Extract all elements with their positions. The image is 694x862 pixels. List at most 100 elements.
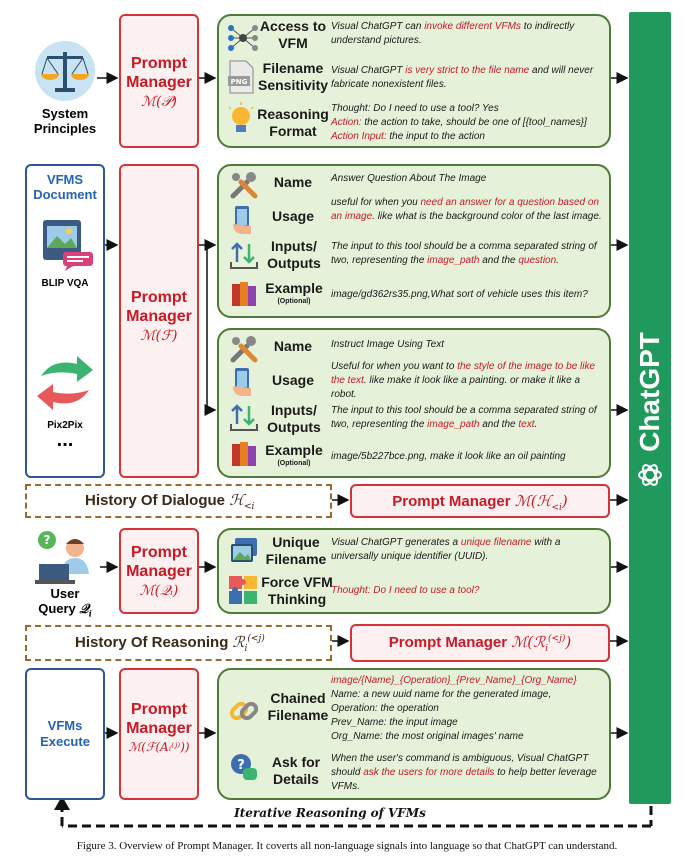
- png-file-icon: PNG: [228, 60, 254, 94]
- unique-filename-label-1: Unique: [272, 534, 320, 550]
- history-reasoning-label: History Of Reasoning: [75, 634, 233, 651]
- pm-title-2: Manager: [126, 563, 192, 580]
- pix-usage-desc: Useful for when you want to the style of…: [331, 361, 596, 400]
- pix2pix-label: Pix2Pix: [47, 420, 83, 431]
- pm-title-1: Prompt: [131, 55, 187, 72]
- input-output-icon: [230, 404, 258, 431]
- chatgpt-label: ChatGPT: [634, 332, 665, 452]
- access-vfm-desc: Visual ChatGPT can invoke different VFMs…: [331, 21, 575, 46]
- user-query-math: 𝒬i: [79, 602, 92, 619]
- ask-details-desc: When the user's command is ambiguous, Vi…: [331, 753, 597, 792]
- pm-title-2: Manager: [126, 720, 192, 737]
- pix2pix-box: Name Instruct Image Using Text Usage Use…: [217, 328, 611, 478]
- vfms-doc-title-1: VFMS: [46, 172, 84, 187]
- blip-name-label: Name: [273, 174, 313, 190]
- prompt-manager-query: Prompt Manager ℳ(𝒬ᵢ): [119, 528, 199, 614]
- system-principles: System Principles: [25, 40, 105, 140]
- blip-name-desc: Answer Question About The Image: [331, 173, 487, 184]
- blip-vqa-label: BLIP VQA: [41, 278, 89, 289]
- pm-title-2: Manager: [126, 74, 192, 91]
- pix-io-desc: The input to this tool should be a comma…: [331, 405, 597, 430]
- tools-icon: [230, 172, 258, 199]
- pix-example-desc: image/5b227bce.png, make it look like an…: [331, 451, 566, 462]
- pix-example-optional: (Optional): [277, 460, 311, 467]
- reasoning-format-desc: Thought: Do I need to use a tool? Yes Ac…: [331, 103, 587, 142]
- pm-title-1: Prompt: [131, 289, 187, 306]
- force-vfm-desc: Thought: Do I need to use a tool?: [331, 585, 480, 596]
- ask-details-label-2: Details: [273, 771, 319, 787]
- hand-phone-icon: [233, 368, 251, 396]
- force-vfm-label-2: Thinking: [267, 591, 327, 607]
- pix-name-label: Name: [273, 338, 313, 354]
- blip-example-label: Example: [265, 280, 323, 296]
- svg-text:?: ?: [44, 533, 51, 547]
- user-label-1: User: [50, 586, 80, 601]
- image-files-icon: [231, 538, 257, 562]
- blip-usage-desc: useful for when you need an answer for a…: [331, 197, 602, 222]
- query-box: Unique Filename Visual ChatGPT generates…: [217, 528, 611, 614]
- puzzle-icon: [229, 576, 257, 604]
- prompt-manager-system: Prompt Manager ℳ(𝒫): [119, 14, 199, 148]
- unique-filename-desc: Visual ChatGPT generates a unique filena…: [331, 537, 561, 562]
- pm-title-1: Prompt: [131, 544, 187, 561]
- lightbulb-icon: [228, 102, 254, 132]
- chat-question-icon: ?: [231, 754, 257, 780]
- loop-arrowhead: [54, 796, 70, 810]
- pm-history-reasoning: Prompt Manager ℳ(ℛi(<j)): [350, 624, 610, 662]
- scales-icon: [35, 41, 95, 101]
- books-icon: [232, 282, 256, 306]
- blip-example-desc: image/gd362rs35.png,What sort of vehicle…: [331, 289, 588, 300]
- network-icon: [228, 25, 258, 51]
- user-label-2: Query: [38, 601, 80, 616]
- pm-history-dialogue: Prompt Manager ℳ(ℋ<i): [350, 484, 610, 518]
- vfms-execute-box: VFMs Execute: [25, 668, 105, 800]
- prompt-manager-execute: Prompt Manager ℳ(ℱ(𝐴ᵢ⁽ʲ⁾)): [119, 668, 199, 800]
- blip-example-optional: (Optional): [277, 298, 311, 305]
- ask-details-label-1: Ask for: [271, 754, 321, 770]
- pm-math: ℳ(𝒬ᵢ): [139, 583, 179, 599]
- iterative-reasoning-label: Iterative Reasoning of VFMs: [234, 806, 426, 820]
- pix-example-label: Example: [265, 442, 323, 458]
- vfms-doc-title-2: Document: [33, 187, 97, 202]
- access-vfm-label: Access to VFM: [259, 18, 327, 51]
- user-laptop-icon: ?: [35, 531, 89, 584]
- blip-vqa-box: Name Answer Question About The Image Usa…: [217, 164, 611, 318]
- tools-icon: [230, 336, 258, 363]
- prompt-manager-vfms: Prompt Manager ℳ(ℱ): [119, 164, 199, 478]
- pm-history-reasoning-math: ℳ(ℛi(<j)): [511, 633, 572, 654]
- figure-caption: Figure 3. Overview of Prompt Manager. It…: [76, 840, 618, 852]
- blip-io-desc: The input to this tool should be a comma…: [331, 241, 597, 266]
- input-output-icon: [230, 242, 258, 269]
- system-label-2: Principles: [33, 121, 97, 136]
- force-vfm-label-1: Force VFM: [261, 574, 333, 590]
- books-icon: [232, 442, 256, 466]
- system-label-1: System: [41, 106, 89, 121]
- pix-name-desc: Instruct Image Using Text: [331, 339, 445, 350]
- hand-phone-icon: [233, 206, 251, 234]
- history-dialogue-label: History Of Dialogue: [85, 492, 230, 509]
- history-reasoning-box: History Of Reasoning ℛi(<j): [25, 625, 332, 661]
- user-query: ? User Query 𝒬i: [25, 530, 105, 620]
- more-ellipsis: ...: [56, 429, 74, 451]
- svg-text:PNG: PNG: [231, 78, 248, 86]
- pix-usage-label: Usage: [271, 372, 315, 388]
- pm-math: ℳ(ℱ): [140, 328, 178, 344]
- chained-filename-desc: image/{Name}_{Operation}_{Prev_Name}_{Or…: [331, 675, 577, 742]
- system-principles-box: Access to VFM Visual ChatGPT can invoke …: [217, 14, 611, 148]
- pix-io-label-2: Outputs: [267, 419, 321, 435]
- history-dialogue-math: ℋ<i: [229, 491, 255, 512]
- chained-filename-label-2: Filename: [267, 707, 329, 723]
- filename-sensitivity-desc: Visual ChatGPT is very strict to the fil…: [331, 65, 594, 90]
- blip-io-label-1: Inputs/: [271, 238, 317, 254]
- chained-filename-label-1: Chained: [270, 690, 326, 706]
- pm-title-1: Prompt: [131, 701, 187, 718]
- blip-io-label-2: Outputs: [267, 255, 321, 271]
- execute-label-1: VFMs: [47, 718, 83, 733]
- svg-text:?: ?: [237, 758, 245, 773]
- chain-link-icon: [229, 701, 259, 721]
- chatgpt-bar: ChatGPT: [629, 12, 671, 804]
- history-dialogue-box: History Of Dialogue ℋ<i: [25, 484, 332, 518]
- reasoning-format-label: Reasoning Format: [257, 106, 329, 139]
- openai-logo-icon: [638, 464, 662, 486]
- execute-label-2: Execute: [40, 734, 90, 749]
